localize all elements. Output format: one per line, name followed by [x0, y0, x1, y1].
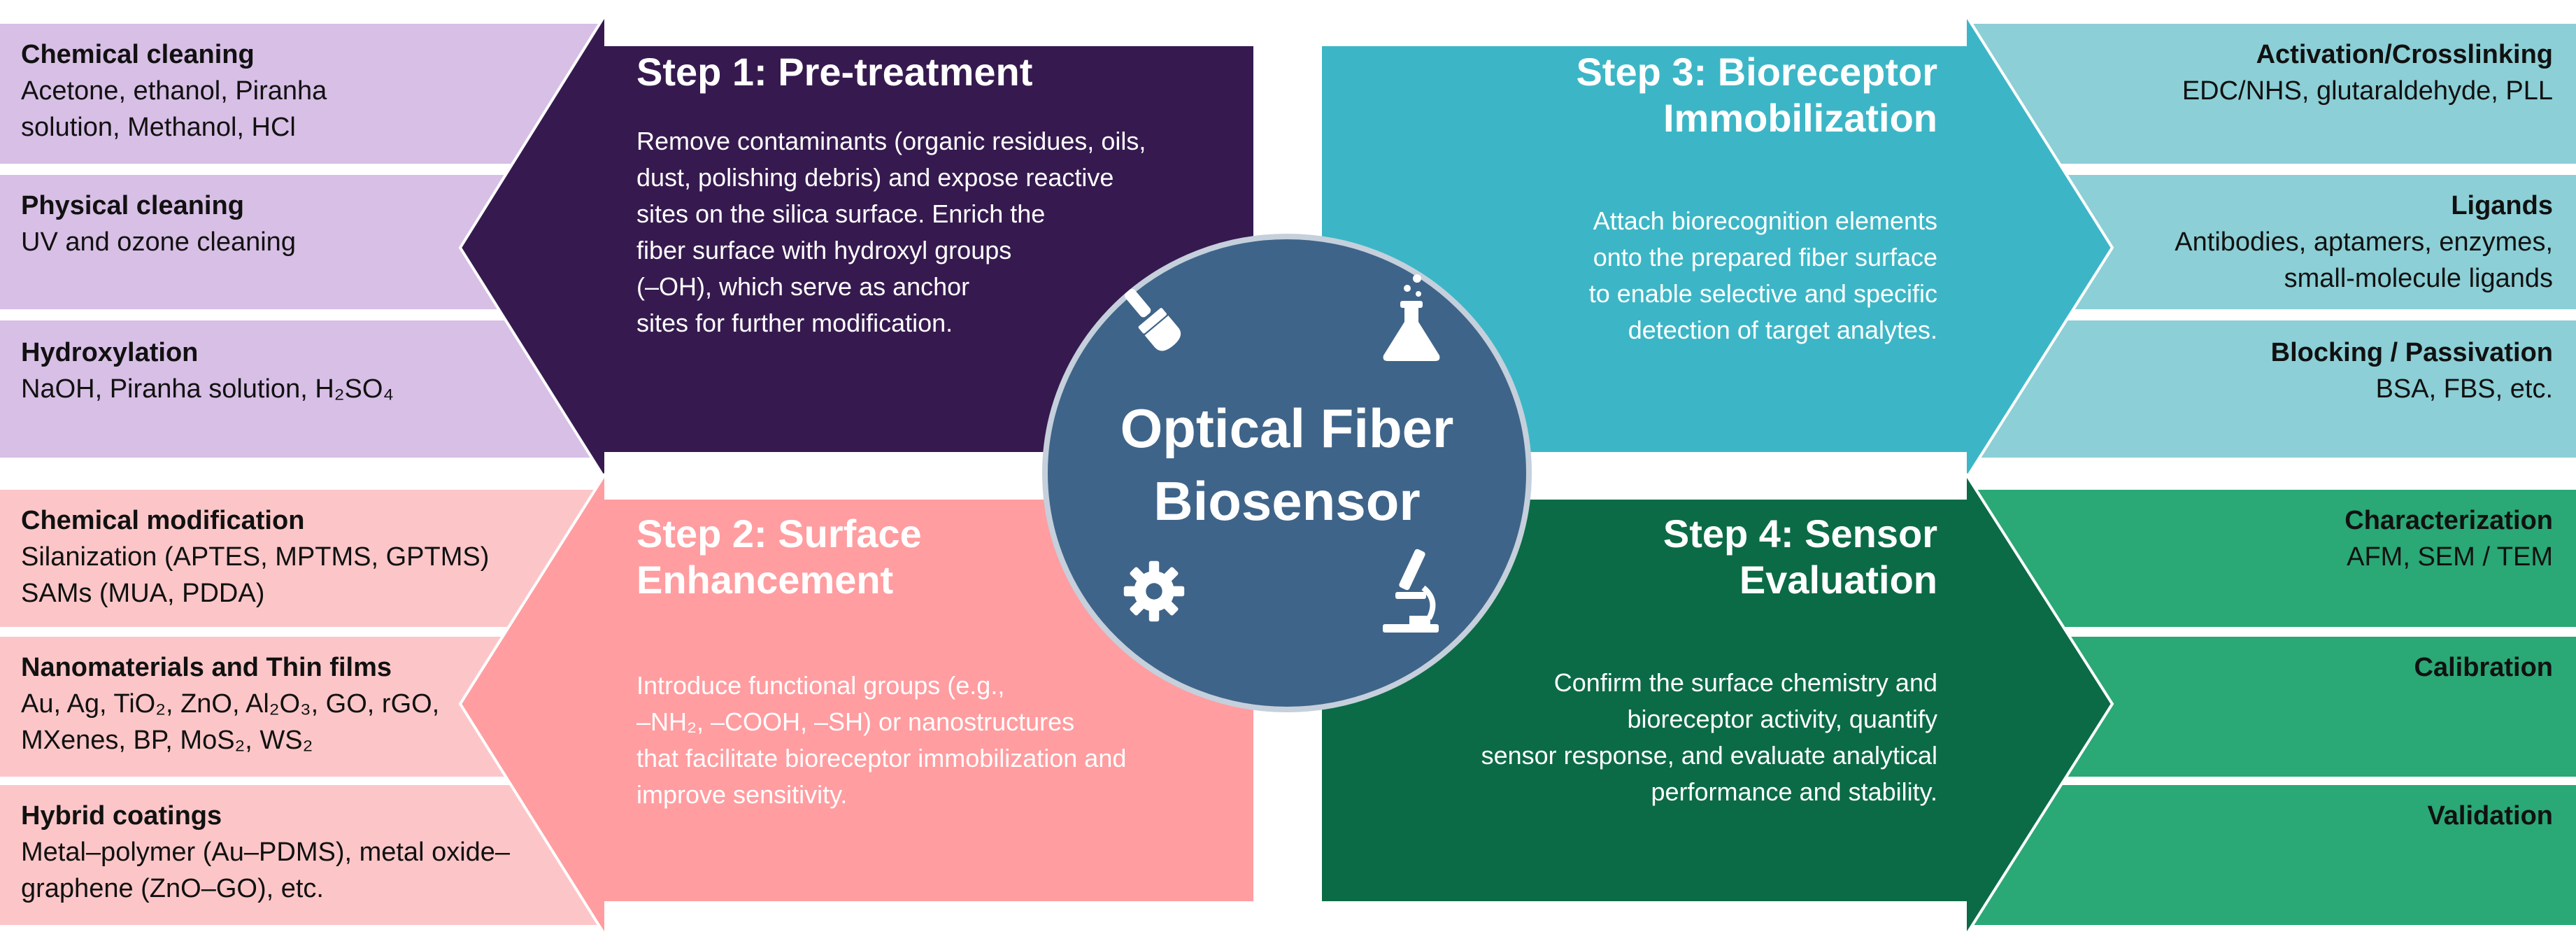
step2-desc-line: Introduce functional groups (e.g., — [636, 671, 1005, 700]
step3-desc-line: Attach biorecognition elements — [1593, 206, 1937, 235]
step3-item: Ligands Antibodies, aptamers, enzymes, s… — [1979, 188, 2553, 297]
step1-item-line: solution, Methanol, HCl — [21, 113, 296, 142]
step4-description: Confirm the surface chemistry and biorec… — [1392, 665, 1937, 810]
step4-item-heading: Calibration — [2414, 653, 2553, 682]
step1-item-heading: Chemical cleaning — [21, 40, 255, 69]
step4-title: Step 4: Sensor Evaluation — [1406, 511, 1937, 603]
step1-item: Chemical cleaning Acetone, ethanol, Pira… — [21, 36, 595, 146]
step1-desc-line: sites on the silica surface. Enrich the — [636, 199, 1046, 228]
step2-item: Chemical modification Silanization (APTE… — [21, 502, 595, 612]
step3-item-line: BSA, FBS, etc. — [2375, 374, 2553, 404]
step1-title: Step 1: Pre-treatment — [636, 50, 1033, 94]
step1-description: Remove contaminants (organic residues, o… — [636, 123, 1252, 341]
step4-desc-line: performance and stability. — [1651, 777, 1937, 806]
step4-desc-line: bioreceptor activity, quantify — [1627, 705, 1937, 733]
center-title: Optical Fiber Biosensor — [1049, 392, 1525, 537]
step3-item-line: EDC/NHS, glutaraldehyde, PLL — [2182, 76, 2553, 106]
step2-title-line: Step 2: Surface — [636, 511, 922, 556]
center-title-line: Optical Fiber — [1120, 397, 1454, 459]
step2-item-line: MXenes, BP, MoS₂, WS₂ — [21, 726, 313, 755]
microscope-icon — [1383, 549, 1439, 633]
step1-item-box-1 — [0, 24, 600, 164]
step4-item-box-1 — [1971, 490, 2576, 627]
step2-desc-line: –NH₂, –COOH, –SH) or nanostructures — [636, 707, 1075, 736]
step1-item: Physical cleaning UV and ozone cleaning — [21, 188, 595, 260]
step2-item-line: Silanization (APTES, MPTMS, GPTMS) — [21, 542, 490, 572]
step2-item-box-3 — [0, 785, 600, 925]
step4-item-box-3 — [1971, 785, 2576, 925]
step3-title: Step 3: Bioreceptor Immobilization — [1406, 49, 1937, 141]
step2-desc-line: improve sensitivity. — [636, 780, 848, 809]
step2-item-heading: Nanomaterials and Thin films — [21, 653, 392, 682]
step4-title-line: Evaluation — [1739, 558, 1937, 602]
step1-desc-line: Remove contaminants (organic residues, o… — [636, 127, 1146, 155]
step2-desc-line: that facilitate bioreceptor immobilizati… — [636, 744, 1127, 772]
paintbrush-icon — [1124, 288, 1181, 351]
center-title-line: Biosensor — [1153, 470, 1421, 532]
step4-desc-line: sensor response, and evaluate analytical — [1481, 741, 1937, 770]
step1-item-line: Acetone, ethanol, Piranha — [21, 76, 327, 106]
step4-item-heading: Validation — [2427, 801, 2553, 831]
flask-icon — [1383, 274, 1440, 361]
step2-description: Introduce functional groups (e.g., –NH₂,… — [636, 668, 1252, 813]
step3-item: Blocking / Passivation BSA, FBS, etc. — [1979, 334, 2553, 407]
step1-item-line: UV and ozone cleaning — [21, 227, 296, 257]
step3-item-box-1 — [1971, 24, 2576, 164]
step3-title-line: Immobilization — [1663, 96, 1937, 140]
step2-arrow — [458, 468, 1256, 941]
step4-item: Validation — [1979, 798, 2553, 834]
step2-item: Nanomaterials and Thin films Au, Ag, TiO… — [21, 649, 595, 758]
step4-item-line: AFM, SEM / TEM — [2347, 542, 2553, 572]
step3-arrow — [1319, 9, 2114, 485]
step3-item-heading: Activation/Crosslinking — [2256, 40, 2553, 69]
step3-item-line: Antibodies, aptamers, enzymes, — [2175, 227, 2553, 257]
step3-item-heading: Blocking / Passivation — [2270, 338, 2553, 367]
step1-desc-line: (–OH), which serve as anchor — [636, 272, 970, 301]
step3-item: Activation/Crosslinking EDC/NHS, glutara… — [1979, 36, 2553, 109]
step4-desc-line: Confirm the surface chemistry and — [1553, 668, 1937, 697]
step4-item: Calibration — [1979, 649, 2553, 686]
step2-title-line: Enhancement — [636, 558, 894, 602]
step1-desc-line: dust, polishing debris) and expose react… — [636, 163, 1114, 192]
step2-item-heading: Chemical modification — [21, 506, 305, 535]
step2-item-box-1 — [0, 490, 600, 627]
step2-item-line: Metal–polymer (Au–PDMS), metal oxide– — [21, 838, 511, 867]
gear-icon — [1123, 560, 1185, 622]
step1-item-heading: Hydroxylation — [21, 338, 199, 367]
step1-item-line: NaOH, Piranha solution, H₂SO₄ — [21, 374, 394, 404]
step2-item-line: SAMs (MUA, PDDA) — [21, 579, 265, 608]
step2-item-line: graphene (ZnO–GO), etc. — [21, 874, 324, 903]
step1-desc-line: sites for further modification. — [636, 309, 953, 337]
step1-item-box-3 — [0, 320, 600, 458]
step1-arrow — [458, 9, 1256, 485]
step3-description: Attach biorecognition elements onto the … — [1406, 203, 1937, 348]
step3-title-line: Step 3: Bioreceptor — [1576, 50, 1937, 94]
step4-item: Characterization AFM, SEM / TEM — [1979, 502, 2553, 575]
step1-item: Hydroxylation NaOH, Piranha solution, H₂… — [21, 334, 595, 407]
step3-item-heading: Ligands — [2451, 191, 2553, 220]
step3-desc-line: to enable selective and specific — [1588, 279, 1937, 308]
step4-item-heading: Characterization — [2344, 506, 2553, 535]
step2-item: Hybrid coatings Metal–polymer (Au–PDMS),… — [21, 798, 595, 907]
step3-item-line: small-molecule ligands — [2284, 264, 2553, 293]
step3-item-box-3 — [1971, 320, 2576, 458]
step2-item-heading: Hybrid coatings — [21, 801, 222, 831]
step1-desc-line: fiber surface with hydroxyl groups — [636, 236, 1012, 264]
step2-item-line: Au, Ag, TiO₂, ZnO, Al₂O₃, GO, rGO, — [21, 689, 440, 719]
step4-title-line: Step 4: Sensor — [1663, 511, 1937, 556]
step3-desc-line: detection of target analytes. — [1628, 316, 1937, 344]
step1-item-heading: Physical cleaning — [21, 191, 244, 220]
step3-desc-line: onto the prepared fiber surface — [1593, 243, 1937, 271]
step4-arrow — [1319, 468, 2114, 941]
step2-title: Step 2: Surface Enhancement — [636, 511, 922, 603]
